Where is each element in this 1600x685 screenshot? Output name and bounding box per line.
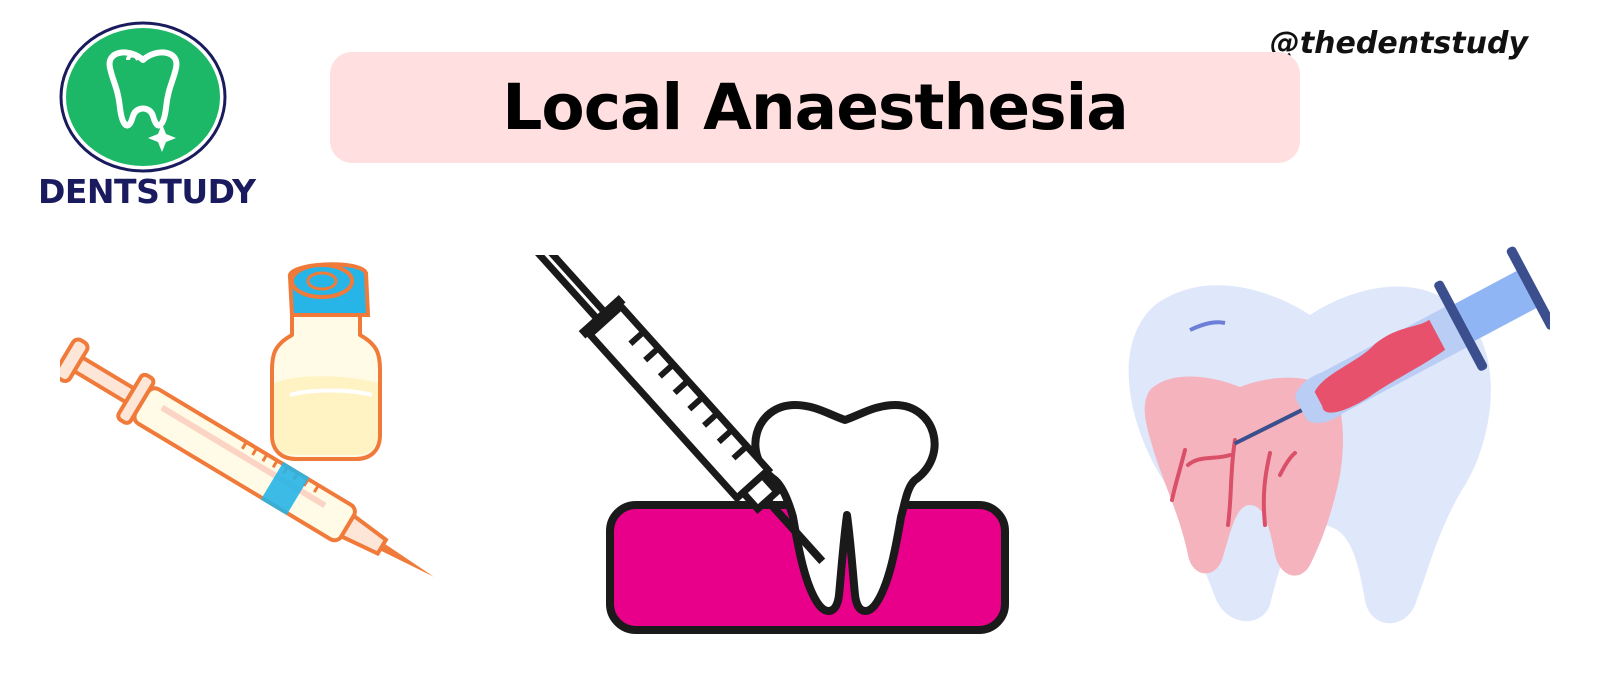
syringe-and-vial-icon — [60, 262, 434, 577]
outline-syringe-icon — [532, 255, 826, 564]
blue-syringe-icon — [1233, 246, 1550, 446]
sketched-syringe-icon — [60, 337, 434, 577]
title-banner: Local Anaesthesia — [330, 52, 1300, 163]
brand-name: DENTSTUDY — [38, 172, 256, 211]
pulp-icon — [1144, 376, 1343, 576]
logo — [0, 0, 300, 230]
social-handle: @thedentstudy — [1269, 26, 1528, 61]
page-title: Local Anaesthesia — [502, 71, 1128, 144]
tooth-icon — [751, 401, 939, 615]
tooth-injection-icon — [1128, 246, 1550, 624]
vial-icon — [270, 262, 382, 461]
tooth-logo-icon — [59, 21, 227, 173]
syringe-into-gum-icon — [532, 255, 1009, 634]
